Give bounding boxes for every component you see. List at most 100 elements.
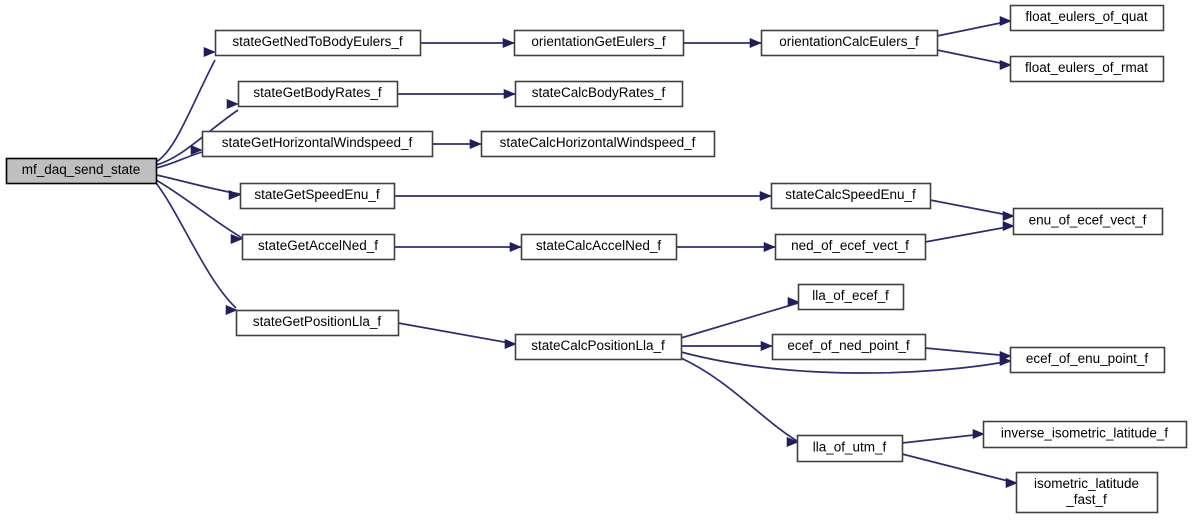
edge-stateGetBodyRates_f-to-stateCalcBodyRates_f: [397, 88, 516, 100]
node-box[interactable]: [520, 233, 678, 261]
arrowhead-icon: [749, 37, 762, 49]
node-stateCalcPositionLla_f[interactable]: stateCalcPositionLla_f: [514, 333, 683, 361]
node-mf_daq_send_state[interactable]: mf_daq_send_state: [5, 157, 158, 185]
edge-line: [155, 109, 239, 166]
node-lla_of_utm_f[interactable]: lla_of_utm_f: [796, 434, 904, 463]
node-box[interactable]: [760, 29, 939, 57]
node-box[interactable]: [1009, 346, 1166, 374]
node-stateGetAccelNed_f[interactable]: stateGetAccelNed_f: [241, 233, 396, 261]
node-enu_of_ecef_vect_f[interactable]: enu_of_ecef_vect_f: [1012, 207, 1164, 236]
node-box[interactable]: [235, 309, 400, 337]
node-ned_of_ecef_vect_f[interactable]: ned_of_ecef_vect_f: [774, 233, 927, 261]
edge-stateCalcSpeedEnu_f-to-enu_of_ecef_vect_f: [929, 199, 1015, 222]
edge-line: [901, 433, 984, 444]
edges-layer: [155, 15, 1018, 489]
node-box[interactable]: [1009, 55, 1165, 83]
node-stateCalcSpeedEnu_f[interactable]: stateCalcSpeedEnu_f: [770, 182, 932, 210]
edge-line: [397, 322, 516, 345]
edge-line: [680, 357, 798, 442]
edge-stateGetAccelNed_f-to-stateCalcAccelNed_f: [394, 241, 522, 253]
node-lla_of_ecef_f[interactable]: lla_of_ecef_f: [797, 283, 905, 311]
arrowhead-icon: [228, 189, 241, 201]
arrowhead-icon: [759, 190, 772, 202]
node-inverse_isometric_latitude_f[interactable]: inverse_isometric_latitude_f: [982, 420, 1188, 449]
node-stateGetBodyRates_f[interactable]: stateGetBodyRates_f: [237, 80, 399, 108]
node-stateCalcHorizontalWindspeed_f[interactable]: stateCalcHorizontalWindspeed_f: [480, 130, 716, 158]
arrowhead-icon: [226, 98, 239, 110]
node-box[interactable]: [982, 420, 1188, 449]
node-float_eulers_of_quat[interactable]: float_eulers_of_quat: [1009, 4, 1165, 32]
edge-orientationGetEulers_f-to-orientationCalcEulers_f: [683, 37, 762, 49]
node-box[interactable]: [480, 130, 716, 158]
edge-line: [929, 199, 1014, 217]
edge-stateCalcAccelNed_f-to-ned_of_ecef_vect_f: [676, 241, 776, 253]
node-box[interactable]: [514, 333, 683, 361]
edge-stateCalcPositionLla_f-to-ecef_of_ned_point_f: [681, 340, 773, 352]
arrowhead-icon: [1002, 220, 1015, 232]
nodes-layer: mf_daq_send_state stateGetNedToBodyEulers…: [5, 4, 1188, 514]
edge-ned_of_ecef_vect_f-to-enu_of_ecef_vect_f: [924, 220, 1015, 243]
arrowhead-icon: [1005, 477, 1018, 489]
arrowhead-icon: [999, 15, 1012, 27]
edge-mf_daq_send_state-to-stateGetPositionLla_f: [155, 182, 238, 316]
arrowhead-icon: [999, 59, 1012, 71]
node-orientationGetEulers_f[interactable]: orientationGetEulers_f: [513, 29, 685, 57]
node-box[interactable]: [214, 29, 422, 57]
node-stateGetHorizontalWindspeed_f[interactable]: stateGetHorizontalWindspeed_f: [201, 130, 434, 158]
edge-stateGetSpeedEnu_f-to-stateCalcSpeedEnu_f: [394, 190, 772, 202]
node-stateGetSpeedEnu_f[interactable]: stateGetSpeedEnu_f: [239, 182, 396, 210]
edge-line: [924, 347, 1011, 357]
node-box[interactable]: [1015, 471, 1159, 514]
node-box[interactable]: [796, 434, 904, 463]
node-box[interactable]: [5, 157, 158, 185]
node-isometric_latitude_fast_f[interactable]: isometric_latitude_fast_f: [1015, 471, 1159, 514]
node-orientationCalcEulers_f[interactable]: orientationCalcEulers_f: [760, 29, 939, 57]
edge-mf_daq_send_state-to-stateGetHorizontalWindspeed_f: [155, 144, 203, 169]
edge-mf_daq_send_state-to-stateGetBodyRates_f: [155, 98, 239, 166]
edge-ecef_of_ned_point_f-to-ecef_of_enu_point_f: [924, 347, 1012, 362]
node-box[interactable]: [771, 333, 927, 361]
arrowhead-icon: [503, 88, 516, 100]
arrowhead-icon: [786, 436, 799, 448]
edge-lla_of_utm_f-to-isometric_latitude_fast_f: [901, 453, 1018, 489]
arrowhead-icon: [999, 350, 1012, 362]
edge-orientationCalcEulers_f-to-float_eulers_of_quat: [936, 15, 1012, 37]
node-float_eulers_of_rmat[interactable]: float_eulers_of_rmat: [1009, 55, 1165, 83]
edge-mf_daq_send_state-to-stateGetSpeedEnu_f: [155, 174, 241, 201]
node-ecef_of_ned_point_f[interactable]: ecef_of_ned_point_f: [771, 333, 927, 361]
node-stateGetNedToBodyEulers_f[interactable]: stateGetNedToBodyEulers_f: [214, 29, 422, 57]
node-box[interactable]: [514, 80, 684, 108]
node-box[interactable]: [237, 80, 399, 108]
arrowhead-icon: [763, 241, 776, 253]
node-stateGetPositionLla_f[interactable]: stateGetPositionLla_f: [235, 309, 400, 337]
arrowhead-icon: [760, 340, 773, 352]
edge-line: [155, 179, 243, 239]
edge-stateGetNedToBodyEulers_f-to-orientationGetEulers_f: [420, 37, 515, 49]
edge-line: [901, 453, 1017, 484]
arrowhead-icon: [225, 304, 238, 316]
node-box[interactable]: [513, 29, 685, 57]
edge-stateCalcPositionLla_f-to-lla_of_utm_f: [680, 357, 799, 448]
edge-mf_daq_send_state-to-stateGetAccelNed_f: [155, 179, 243, 245]
edge-line: [155, 182, 237, 309]
node-box[interactable]: [1009, 4, 1165, 32]
node-box[interactable]: [201, 130, 434, 158]
node-box[interactable]: [241, 233, 396, 261]
arrowhead-icon: [469, 138, 482, 150]
node-stateCalcAccelNed_f[interactable]: stateCalcAccelNed_f: [520, 233, 678, 261]
arrowhead-icon: [787, 296, 800, 308]
node-stateCalcBodyRates_f[interactable]: stateCalcBodyRates_f: [514, 80, 684, 108]
node-box[interactable]: [1012, 207, 1164, 236]
node-box[interactable]: [774, 233, 927, 261]
node-ecef_of_enu_point_f[interactable]: ecef_of_enu_point_f: [1009, 346, 1166, 374]
edge-mf_daq_send_state-to-stateGetNedToBodyEulers_f: [155, 46, 216, 163]
edge-stateCalcPositionLla_f-to-lla_of_ecef_f: [680, 296, 800, 339]
node-box[interactable]: [797, 283, 905, 311]
node-box[interactable]: [770, 182, 932, 210]
edge-stateGetHorizontalWindspeed_f-to-stateCalcHorizontalWindspeed_f: [432, 138, 482, 150]
edge-line: [680, 302, 799, 339]
node-box[interactable]: [239, 182, 396, 210]
edge-orientationCalcEulers_f-to-float_eulers_of_rmat: [936, 49, 1012, 71]
